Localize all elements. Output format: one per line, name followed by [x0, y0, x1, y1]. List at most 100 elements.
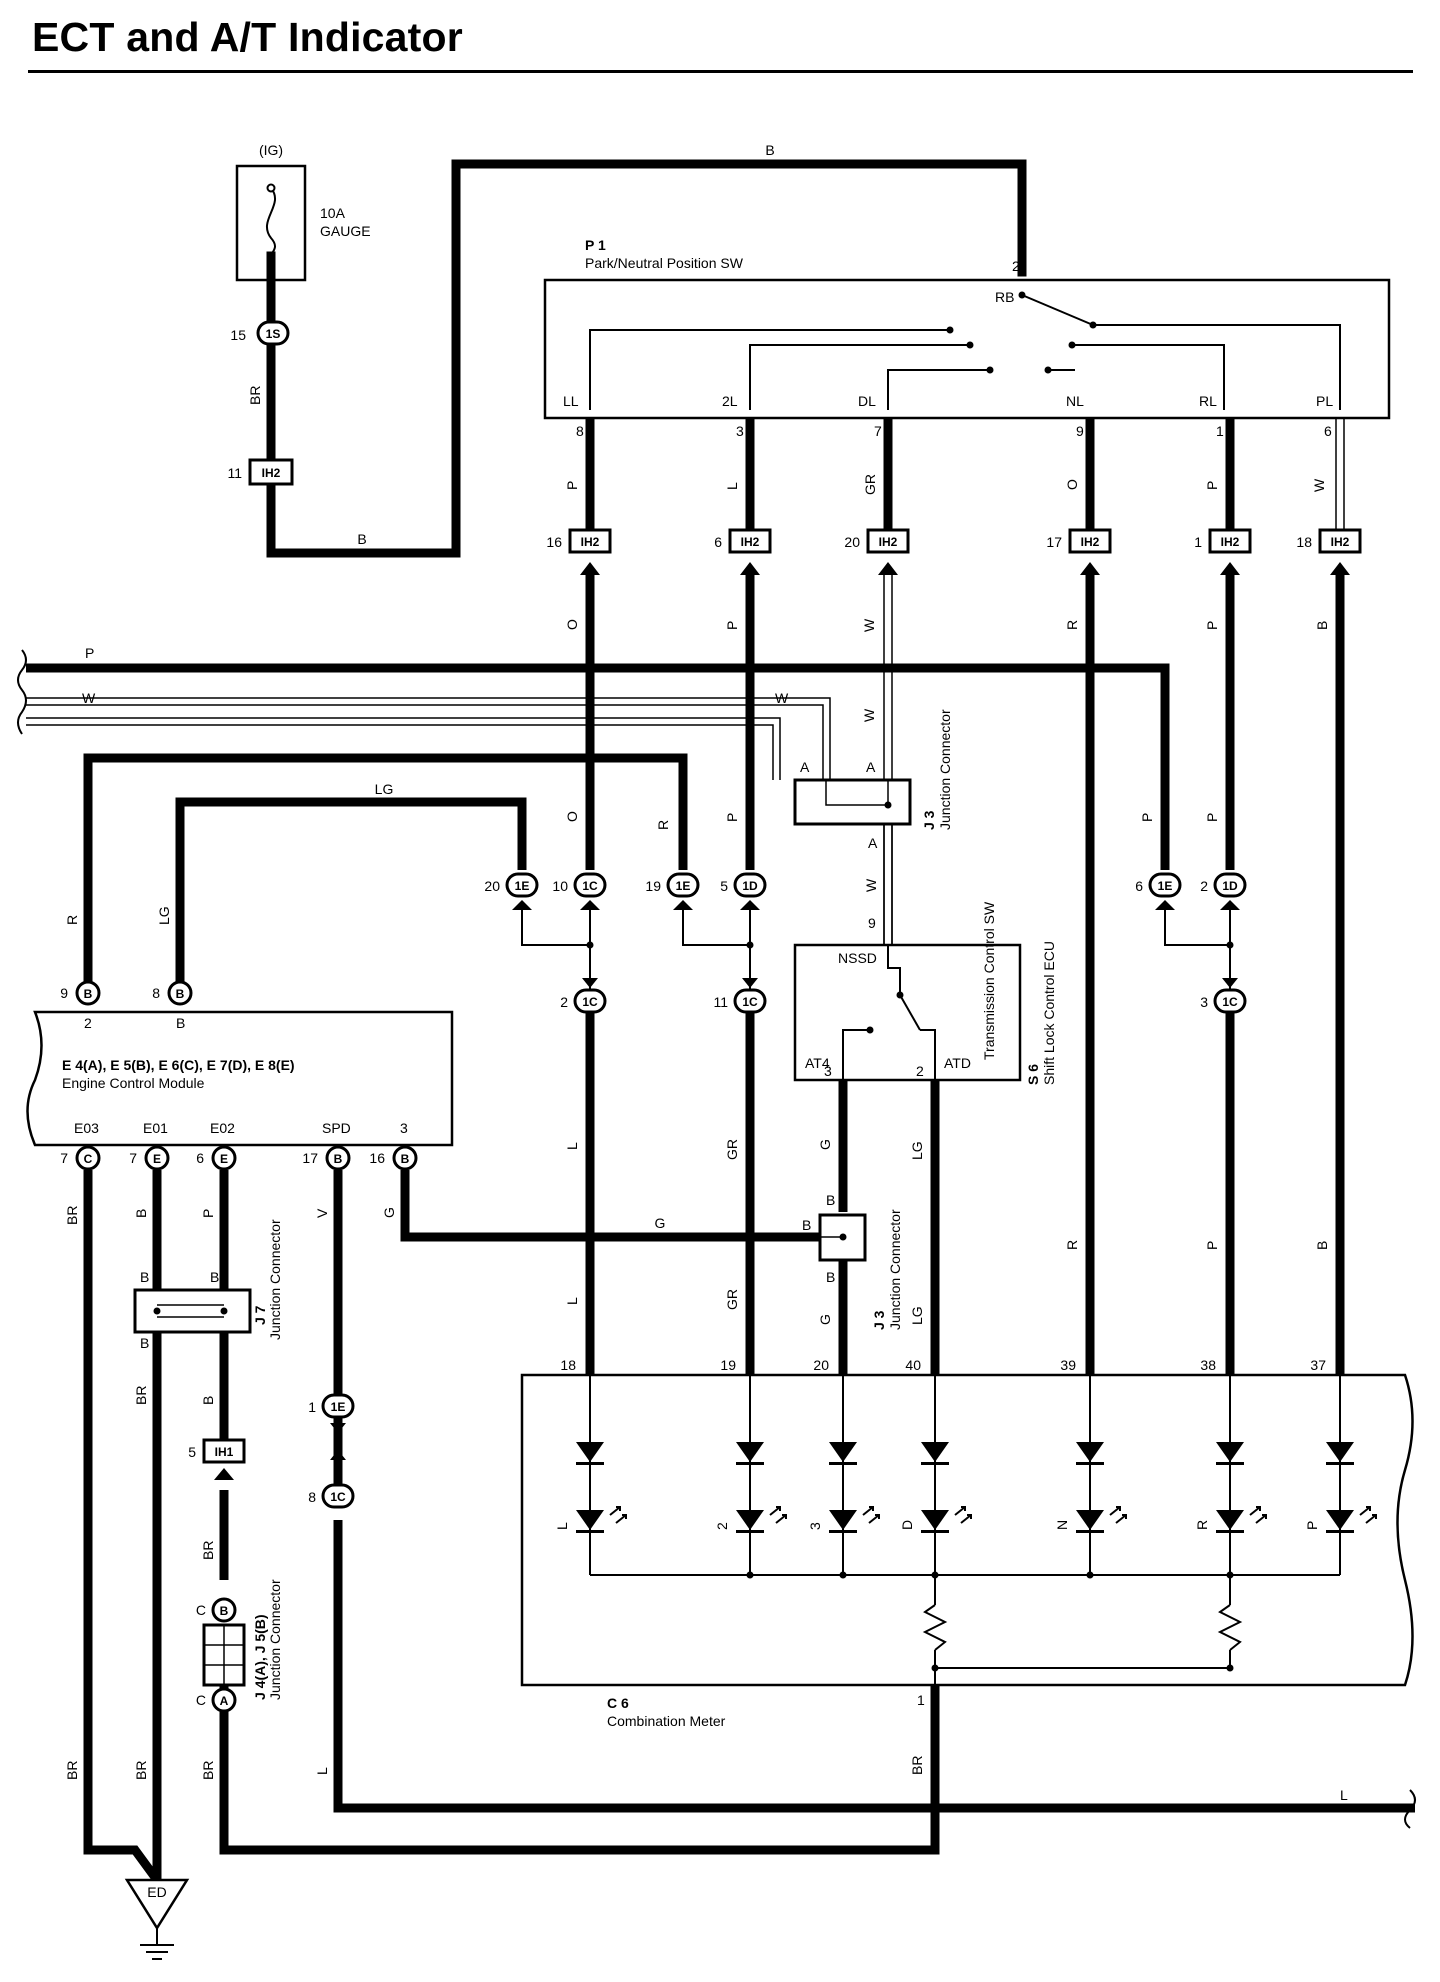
svg-text:2: 2 — [1012, 258, 1020, 274]
mid-wire-labels: O P W R P B W O P P P — [564, 618, 1330, 822]
svg-text:G: G — [817, 1314, 833, 1325]
fuse-supply-label: (IG) — [259, 142, 283, 158]
fuse-rating: 10A — [320, 205, 346, 221]
svg-text:J 4(A), J 5(B): J 4(A), J 5(B) — [252, 1614, 268, 1700]
svg-text:B: B — [334, 1152, 343, 1166]
svg-text:IH2: IH2 — [879, 535, 898, 549]
svg-text:W: W — [1311, 478, 1327, 492]
svg-text:B: B — [1314, 1241, 1330, 1250]
j3-to-s6-wire — [883, 824, 893, 945]
fuse-connectors: 1S 15 IH2 11 BR B B — [227, 142, 774, 547]
svg-text:Combination Meter: Combination Meter — [607, 1713, 726, 1729]
svg-text:20: 20 — [484, 878, 500, 894]
svg-text:7: 7 — [60, 1150, 68, 1166]
svg-text:1: 1 — [1216, 423, 1224, 439]
svg-text:P: P — [1139, 813, 1155, 822]
led-label-n: N — [1054, 1520, 1070, 1530]
svg-text:P: P — [1204, 621, 1220, 630]
ecm-wire-labels: BR B P V G G BR B BR BR BR BR L BR L — [64, 1206, 1416, 1829]
svg-text:1C: 1C — [582, 995, 598, 1009]
svg-text:P: P — [1204, 813, 1220, 822]
svg-text:3: 3 — [1200, 994, 1208, 1010]
svg-text:BR: BR — [247, 386, 263, 405]
svg-text:40: 40 — [905, 1357, 921, 1373]
svg-text:16: 16 — [546, 534, 562, 550]
svg-text:8: 8 — [576, 423, 584, 439]
svg-text:RL: RL — [1199, 393, 1217, 409]
svg-text:B: B — [133, 1209, 149, 1218]
svg-text:2: 2 — [1200, 878, 1208, 894]
svg-text:R: R — [1064, 620, 1080, 630]
svg-text:G: G — [817, 1139, 833, 1150]
ih2-pins-top: 8 3 7 9 1 6 P L GR O P W — [564, 423, 1332, 495]
svg-text:B: B — [802, 1217, 811, 1233]
mid-connector-row: 1E 1C 1E 1D 1E 1D 20 10 19 5 6 2 1C — [484, 872, 1247, 1014]
svg-text:1: 1 — [917, 1692, 925, 1708]
svg-text:17: 17 — [302, 1150, 318, 1166]
svg-text:1E: 1E — [1158, 879, 1173, 893]
svg-text:NL: NL — [1066, 393, 1084, 409]
svg-text:DL: DL — [858, 393, 876, 409]
svg-text:BR: BR — [200, 1761, 216, 1780]
svg-text:1E: 1E — [676, 879, 691, 893]
svg-text:BR: BR — [64, 1761, 80, 1780]
led-label-3: 3 — [807, 1522, 823, 1530]
svg-text:G: G — [381, 1207, 397, 1218]
svg-text:16: 16 — [369, 1150, 385, 1166]
svg-text:W: W — [861, 618, 877, 632]
svg-text:P: P — [564, 481, 580, 490]
svg-text:L: L — [564, 1297, 580, 1305]
svg-text:Junction Connector: Junction Connector — [937, 709, 953, 830]
switch-output-wires — [585, 418, 1235, 530]
junction-connector-j4-j5: B C A C J 4(A), J 5(B) Junction Connecto… — [196, 1579, 283, 1713]
svg-text:O: O — [564, 619, 580, 630]
ecm-upper-wires — [83, 753, 688, 985]
svg-text:B: B — [1314, 621, 1330, 630]
svg-text:C 6: C 6 — [607, 1695, 629, 1711]
svg-text:L: L — [724, 482, 740, 490]
svg-text:9: 9 — [868, 915, 876, 931]
svg-text:B: B — [200, 1396, 216, 1405]
svg-text:L: L — [564, 1142, 580, 1150]
svg-text:W: W — [775, 690, 789, 706]
dl-white-wire — [883, 575, 893, 945]
svg-text:6: 6 — [1324, 423, 1332, 439]
ih1-connector: IH1 5 — [188, 1438, 246, 1480]
svg-text:Junction Connector: Junction Connector — [267, 1219, 283, 1340]
led-label-p: P — [1304, 1521, 1320, 1530]
svg-text:NSSD: NSSD — [838, 950, 877, 966]
svg-text:A: A — [220, 1694, 229, 1708]
svg-text:ED: ED — [147, 1884, 166, 1900]
svg-text:1C: 1C — [582, 879, 598, 893]
svg-text:20: 20 — [844, 534, 860, 550]
led-label-d: D — [899, 1520, 915, 1530]
svg-text:L: L — [314, 1767, 330, 1775]
harness-bus: P W W — [17, 645, 1170, 870]
svg-text:O: O — [1064, 479, 1080, 490]
svg-text:Junction Connector: Junction Connector — [887, 1209, 903, 1330]
svg-text:ATD: ATD — [944, 1055, 971, 1071]
meter-input-wires — [585, 1012, 1235, 1375]
svg-text:B: B — [176, 987, 185, 1001]
svg-text:9: 9 — [60, 985, 68, 1001]
svg-text:8: 8 — [308, 1489, 316, 1505]
led-label-2: 2 — [714, 1522, 730, 1530]
svg-text:3: 3 — [736, 423, 744, 439]
engine-control-module: B B C E E B B 9 8 2 B E 4(A), E 5(B), E … — [26, 980, 454, 1171]
svg-text:1E: 1E — [331, 1400, 346, 1414]
svg-text:IH2: IH2 — [262, 466, 281, 480]
svg-text:Shift Lock Control ECU: Shift Lock Control ECU — [1041, 941, 1057, 1085]
svg-text:IH2: IH2 — [1081, 535, 1100, 549]
svg-text:B: B — [140, 1269, 149, 1285]
svg-text:P 1: P 1 — [585, 237, 606, 253]
svg-text:18: 18 — [1296, 534, 1312, 550]
svg-text:A: A — [800, 759, 810, 775]
led-label-r: R — [1194, 1520, 1210, 1530]
meter-wire-labels: L GR L GR G G LG LG R P B 3 2 — [564, 1063, 1330, 1325]
svg-text:E 4(A), E 5(B), E 6(C), E 7(D): E 4(A), E 5(B), E 6(C), E 7(D), E 8(E) — [62, 1057, 295, 1073]
svg-text:1S: 1S — [266, 327, 281, 341]
junction-connector-j3-lower: B B B J 3 Junction Connector — [802, 1192, 903, 1330]
svg-text:G: G — [655, 1215, 666, 1231]
ih2-arrows — [580, 562, 1350, 575]
